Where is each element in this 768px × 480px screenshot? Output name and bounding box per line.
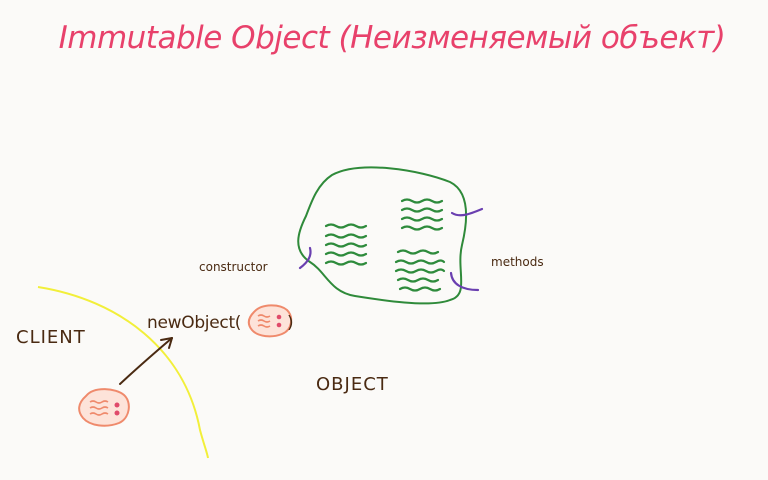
arrow-up-right-icon (119, 337, 173, 385)
client-boundary-arc (37, 286, 209, 459)
method-pointer-lower (449, 271, 480, 292)
object-method-lines (394, 198, 446, 292)
object-field-lines (324, 223, 368, 266)
object-label: OBJECT (316, 374, 389, 395)
data-blob-icon (247, 304, 293, 338)
new-object-close-paren: ) (287, 313, 294, 333)
constructor-label: constructor (199, 260, 268, 274)
diagram-title: Immutable Object (Неизменяемый объект) (59, 20, 726, 56)
new-object-call-label: newObject( (147, 313, 241, 333)
method-pointer-upper (450, 207, 484, 217)
client-data-blob-icon (78, 388, 130, 427)
object-outline (297, 166, 468, 305)
client-label: CLIENT (16, 327, 86, 348)
constructor-pointer (298, 246, 312, 270)
methods-label: methods (491, 255, 544, 269)
